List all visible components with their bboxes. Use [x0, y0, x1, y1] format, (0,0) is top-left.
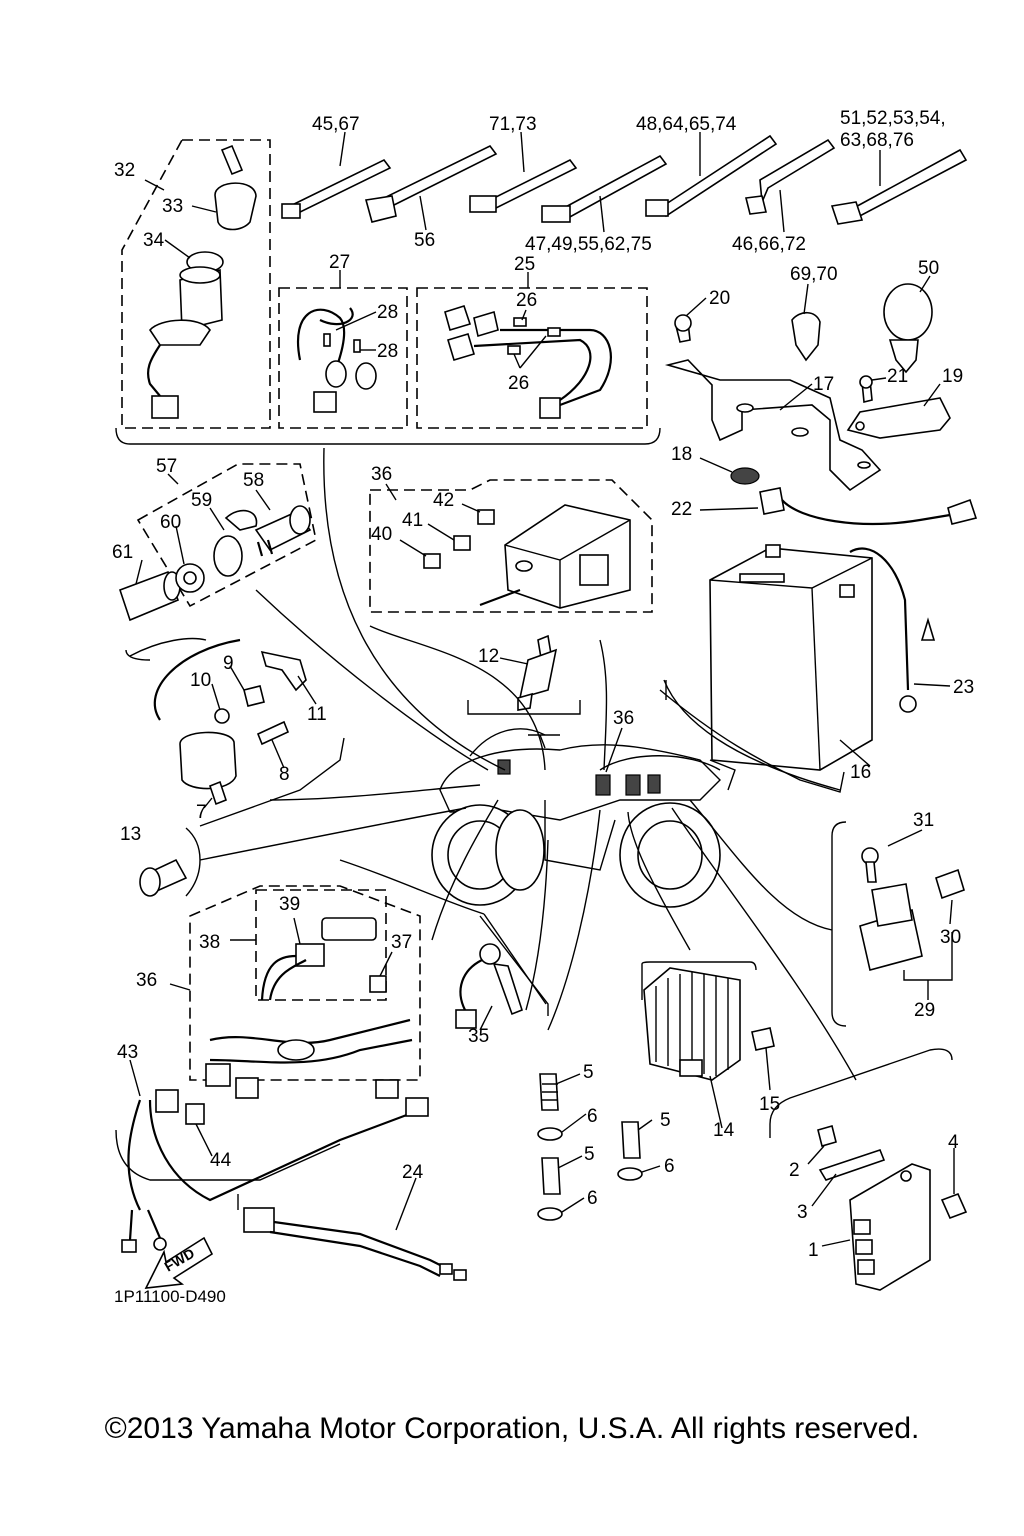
part-label: 31 — [913, 810, 934, 831]
part-label: 11 — [307, 704, 327, 725]
sensor-35 — [455, 913, 547, 1029]
atv-illustration — [431, 728, 736, 908]
part-label: 40 — [371, 524, 392, 545]
part-label: 47,49,55,62,75 — [525, 234, 652, 255]
part-label: 58 — [243, 470, 264, 491]
part-label: 5 — [583, 1062, 594, 1083]
part-label: 57 — [156, 456, 177, 477]
part-label: 69,70 — [790, 264, 838, 285]
part-label: 16 — [850, 762, 871, 783]
thermo-unit — [139, 827, 201, 897]
part-label: 20 — [709, 288, 730, 309]
part-label: 56 — [414, 230, 435, 251]
part-label: 21 — [887, 366, 908, 387]
lead-25 — [444, 305, 612, 419]
part-label: 26 — [508, 373, 529, 394]
part-label: 48,64,65,74 — [636, 114, 737, 135]
part-label: 41 — [402, 510, 423, 531]
part-label: 19 — [942, 366, 963, 387]
rectifier-regulator — [641, 961, 775, 1081]
part-label: 3 — [797, 1202, 808, 1223]
part-label: 36 — [136, 970, 157, 991]
part-label: 2 — [789, 1160, 800, 1181]
part-label: 6 — [587, 1106, 598, 1127]
part-label: 71,73 — [489, 114, 537, 135]
part-label: 28 — [377, 302, 398, 323]
part-label: 46,66,72 — [732, 234, 806, 255]
part-label: 38 — [199, 932, 220, 953]
part-label: 7 — [196, 802, 207, 823]
part-label: 30 — [940, 927, 961, 948]
part-label: 36 — [371, 464, 392, 485]
socket-assembly — [118, 505, 312, 622]
part-label: 12 — [478, 646, 499, 667]
diagram-code: 1P11100-D490 — [114, 1287, 226, 1306]
main-switch-assembly — [146, 144, 257, 419]
part-label: 37 — [391, 932, 412, 953]
part-label: 5 — [660, 1110, 671, 1131]
starter-relay — [831, 821, 965, 1027]
part-label: 39 — [279, 894, 300, 915]
part-label: 13 — [120, 824, 141, 845]
part-label: 15 — [759, 1094, 780, 1115]
cdi-unit — [769, 1048, 968, 1291]
part-label: 44 — [210, 1150, 232, 1171]
lead-24 — [237, 1194, 467, 1281]
part-label: 1 — [808, 1240, 819, 1261]
part-label: 28 — [377, 341, 398, 362]
part-number-labels: 45,67 71,73 48,64,65,74 51,52,53,54, 63,… — [112, 108, 974, 1261]
copyright-notice: ©2013 Yamaha Motor Corporation, U.S.A. A… — [104, 1412, 920, 1445]
part-label: 50 — [918, 258, 939, 279]
fuse-box-assembly — [423, 504, 631, 609]
part-label: 36 — [613, 708, 634, 729]
part-label: 5 — [584, 1144, 595, 1165]
bracket-assembly — [664, 283, 951, 492]
part-label: 10 — [190, 670, 211, 691]
group-outlines — [115, 139, 661, 1081]
label-leaders — [129, 131, 955, 1247]
part-label: 29 — [914, 1000, 935, 1021]
part-label: 26 — [516, 290, 537, 311]
part-label: 61 — [112, 542, 133, 563]
part-label: 8 — [279, 764, 290, 785]
part-label: 63,68,76 — [840, 130, 914, 151]
connection-lines — [125, 447, 857, 1081]
part-label: 14 — [713, 1120, 735, 1141]
part-label: 4 — [948, 1132, 959, 1153]
part-label: 34 — [143, 230, 165, 251]
part-label: 24 — [402, 1162, 424, 1183]
ignition-coil — [129, 637, 345, 827]
part-label: 17 — [813, 374, 834, 395]
part-label: 42 — [433, 490, 454, 511]
part-label: 6 — [664, 1156, 675, 1177]
part-label: 23 — [953, 677, 974, 698]
part-label: 27 — [329, 252, 350, 273]
part-label: 6 — [587, 1188, 598, 1209]
part-label: 25 — [514, 254, 535, 275]
bolts-washers — [537, 1073, 643, 1221]
cable-ties-row — [281, 134, 968, 225]
part-label: 33 — [162, 196, 183, 217]
part-label: 51,52,53,54, — [840, 108, 946, 129]
lead-27 — [297, 307, 377, 413]
part-label: 43 — [117, 1042, 138, 1063]
part-label: 35 — [468, 1026, 489, 1047]
spark-plug — [467, 634, 581, 715]
wire-harness — [115, 917, 429, 1253]
part-label: 45,67 — [312, 114, 360, 135]
part-label: 59 — [191, 490, 212, 511]
battery-assembly — [709, 487, 978, 771]
part-label: 60 — [160, 512, 181, 533]
part-label: 18 — [671, 444, 692, 465]
part-label: 22 — [671, 499, 692, 520]
part-label: 9 — [223, 653, 234, 674]
part-label: 32 — [114, 160, 135, 181]
